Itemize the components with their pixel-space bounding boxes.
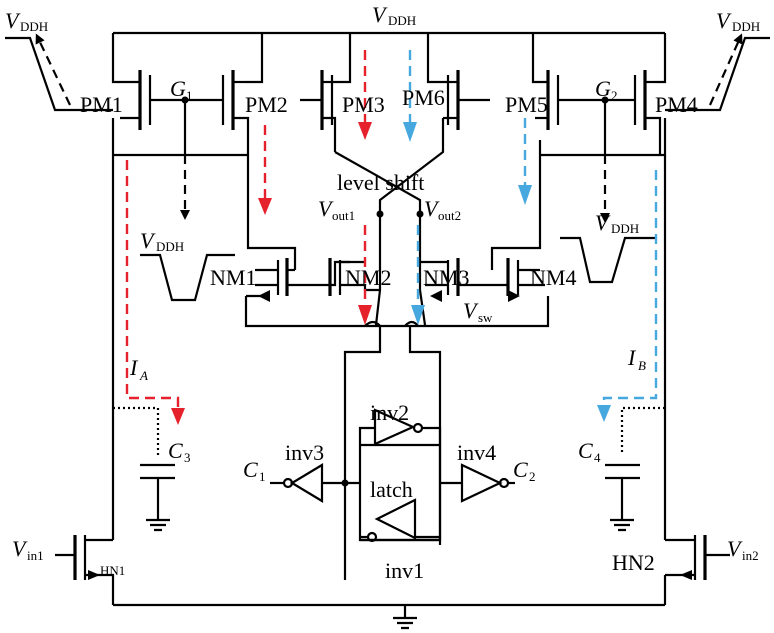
pm4-label: PM4 [655, 92, 698, 117]
nm2-transistor [328, 258, 380, 296]
svg-text:in2: in2 [742, 548, 759, 563]
hn2-label: HN2 [612, 550, 655, 575]
pm1-label: PM1 [80, 92, 123, 117]
inv3 [270, 463, 360, 503]
current-path-b [403, 50, 658, 422]
nm4-label: NM4 [530, 265, 576, 290]
inv1-label: inv1 [385, 558, 424, 583]
vddh-waveform-right [665, 33, 770, 112]
vsw-label: V [463, 298, 479, 323]
vout2-label: V [424, 196, 440, 221]
vddh-waveform-left [5, 33, 113, 112]
g2-label: G [595, 76, 611, 101]
pm2-transistor [185, 70, 250, 152]
inv2-label: inv2 [370, 400, 409, 425]
svg-text:3: 3 [184, 450, 191, 465]
pm4-transistor [605, 70, 662, 155]
vddh-pulse-left-label: V [140, 228, 156, 253]
vddh-left-label: V [5, 8, 21, 33]
ia-label: I [129, 355, 139, 380]
latch-label: latch [370, 477, 413, 502]
hn1-label: HN1 [100, 563, 125, 578]
inv4 [440, 463, 515, 503]
pm6-label: PM6 [402, 85, 445, 110]
nm4-transistor [458, 258, 545, 302]
svg-text:B: B [638, 358, 646, 373]
vin2-label: V [727, 536, 743, 561]
svg-text:out1: out1 [332, 208, 355, 223]
svg-text:2: 2 [611, 88, 618, 103]
c3-capacitor [140, 463, 175, 532]
svg-text:DDH: DDH [156, 239, 184, 254]
pm5-transistor [535, 70, 605, 130]
c2-label: C [513, 457, 528, 482]
pm2-label: PM2 [245, 92, 288, 117]
pm5-label: PM5 [505, 92, 548, 117]
vin1-label: V [12, 536, 28, 561]
c1-label: C [243, 457, 258, 482]
vddh-pulse-right-label: V [595, 210, 611, 235]
c4-capacitor [605, 463, 640, 532]
inv4-label: inv4 [457, 440, 496, 465]
svg-text:out2: out2 [438, 208, 461, 223]
vddh-rail [111, 31, 667, 84]
c4-label: C [578, 438, 593, 463]
svg-text:1: 1 [259, 469, 266, 484]
svg-text:4: 4 [594, 450, 601, 465]
nm3-transistor [420, 258, 460, 302]
svg-text:DDH: DDH [388, 13, 416, 28]
vddh-right-label: V [716, 8, 732, 33]
pm3-transistor [300, 70, 337, 152]
pm1-transistor [120, 70, 185, 130]
hn2-transistor [663, 535, 730, 605]
nm2-label: NM2 [345, 265, 391, 290]
inv1 [360, 498, 440, 543]
ground-symbol [393, 605, 417, 630]
vddh-top-label: V [372, 2, 388, 27]
nm1-transistor [246, 258, 350, 302]
svg-text:DDH: DDH [611, 221, 639, 236]
svg-text:sw: sw [478, 310, 493, 325]
svg-text:1: 1 [186, 88, 193, 103]
hn1-transistor [55, 535, 115, 605]
vout1-label: V [318, 196, 334, 221]
inv3-label: inv3 [285, 440, 324, 465]
labels: V DDH V DDH V DDH V DDH V DDH PM1 PM2 PM… [5, 2, 760, 583]
pm3-label: PM3 [342, 92, 385, 117]
svg-text:2: 2 [529, 469, 536, 484]
current-path-a [125, 50, 372, 425]
vddh-pulse-right [560, 236, 655, 284]
g1-label: G [170, 76, 186, 101]
c3-label: C [168, 438, 183, 463]
svg-text:A: A [139, 368, 148, 383]
svg-text:in1: in1 [27, 548, 44, 563]
svg-text:DDH: DDH [20, 19, 48, 34]
svg-text:DDH: DDH [732, 19, 760, 34]
nm3-label: NM3 [423, 265, 469, 290]
vddh-pulse-left [140, 253, 235, 302]
pm6-transistor [443, 70, 490, 130]
level-shift-label: level shift [337, 170, 424, 195]
ib-label: I [627, 345, 637, 370]
inv2 [358, 408, 442, 446]
nm1-label: NM1 [210, 265, 256, 290]
